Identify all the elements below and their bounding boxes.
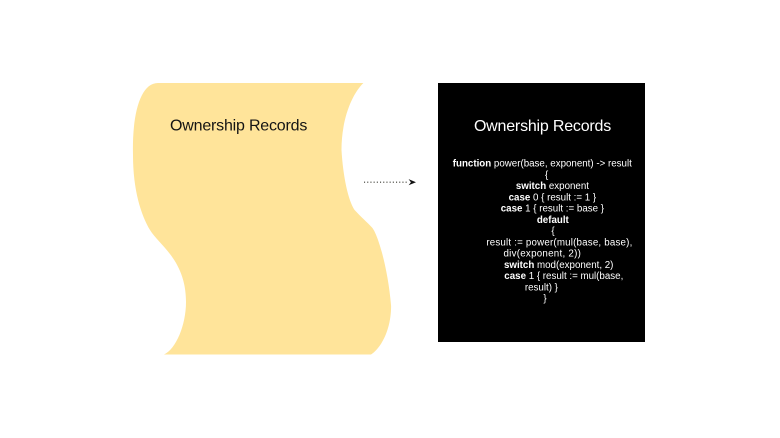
svg-text:case 1 { result := base }: case 1 { result := base } bbox=[501, 204, 605, 215]
svg-text:function power(base, exponent): function power(base, exponent) -> result bbox=[453, 159, 632, 170]
svg-text:switch mod(exponent, 2): switch mod(exponent, 2) bbox=[504, 260, 613, 271]
svg-text:div(exponent, 2)): div(exponent, 2)) bbox=[504, 249, 582, 260]
svg-text:Ownership Records: Ownership Records bbox=[170, 118, 307, 135]
svg-text:{: { bbox=[545, 170, 549, 181]
svg-text:result := power(mul(base, base: result := power(mul(base, base), bbox=[486, 237, 632, 248]
svg-text:result) }: result) } bbox=[525, 283, 559, 294]
svg-text:default: default bbox=[537, 215, 570, 226]
svg-text:Ownership Records: Ownership Records bbox=[474, 118, 611, 135]
svg-text:case 1 { result := mul(base,: case 1 { result := mul(base, bbox=[504, 271, 623, 282]
svg-text:{: { bbox=[551, 226, 555, 237]
svg-text:switch exponent: switch exponent bbox=[516, 181, 589, 192]
svg-text:}: } bbox=[543, 294, 547, 305]
svg-text:case 0 { result := 1 }: case 0 { result := 1 } bbox=[509, 192, 597, 203]
